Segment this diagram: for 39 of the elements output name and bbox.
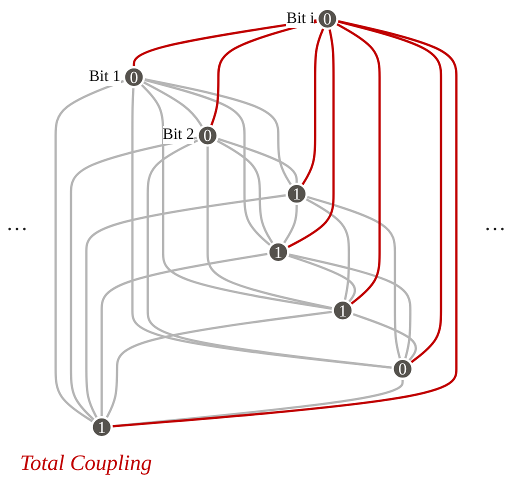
connector — [70, 136, 198, 422]
connector — [143, 78, 272, 247]
connector — [210, 20, 318, 127]
connector — [144, 78, 292, 186]
connector — [206, 145, 334, 310]
bit-label: Bit 2 — [162, 126, 194, 144]
connector — [216, 138, 298, 184]
connector — [140, 83, 334, 310]
connector — [131, 87, 393, 369]
node-circle: 0 — [316, 8, 339, 30]
connector — [352, 312, 417, 362]
node-circle: 1 — [267, 241, 290, 264]
connector — [282, 204, 298, 244]
connector — [146, 138, 393, 369]
connector — [304, 198, 350, 301]
ellipsis-label: … — [5, 210, 29, 236]
caption: Total Coupling — [20, 450, 152, 476]
node-circle: 0 — [391, 358, 414, 380]
connector — [336, 20, 442, 364]
node-circle: 1 — [286, 182, 308, 205]
connector — [288, 253, 412, 360]
node-circle: 0 — [196, 124, 219, 147]
connector — [105, 310, 333, 419]
connector — [336, 22, 381, 306]
connector — [301, 28, 325, 186]
connector — [85, 194, 287, 419]
node-circle: 1 — [332, 299, 354, 322]
node-circle: 0 — [122, 66, 146, 88]
connector — [142, 80, 204, 128]
node-circle: 1 — [90, 416, 113, 438]
connector — [286, 28, 335, 249]
bit-label: Bit i — [286, 10, 314, 28]
connector — [306, 196, 402, 360]
connector — [100, 252, 269, 418]
connector — [54, 80, 125, 423]
bit-label: Bit 1 — [88, 68, 121, 86]
ellipsis-label: … — [483, 210, 507, 236]
connector — [216, 139, 274, 244]
connector — [287, 254, 356, 304]
